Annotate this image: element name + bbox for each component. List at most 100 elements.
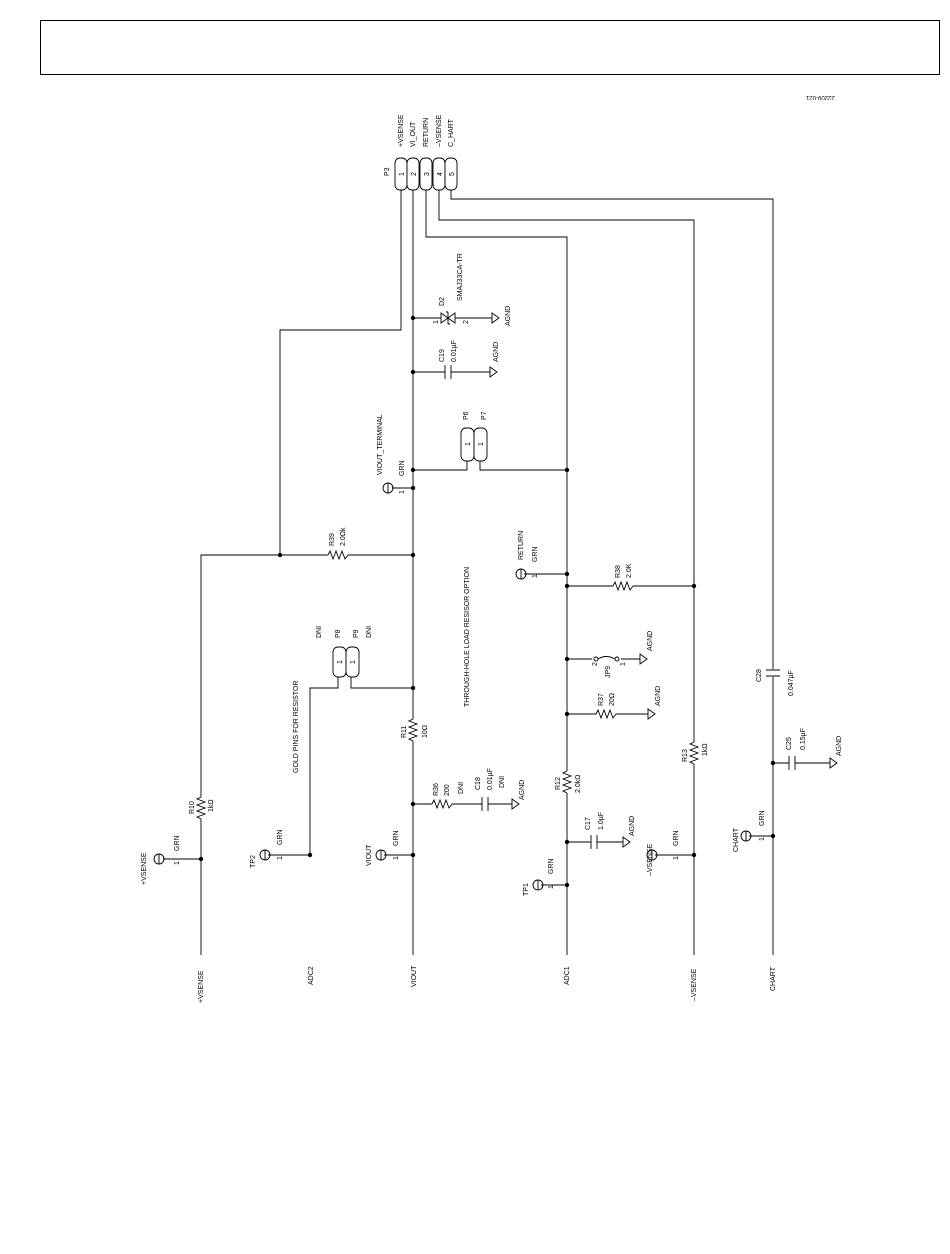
junction-dot [564,882,570,888]
tp2-name: TP2 [250,855,257,868]
junction-dot [691,583,697,589]
resistor-r12: R12 2.0kΩ [555,770,582,794]
viout-terminal-pin: 1 [399,490,406,494]
tp-vsense-n-color: GRN [673,830,680,846]
net-label-chart: CHART [770,966,777,991]
c28-ref: C28 [756,669,763,682]
resistor-r10: R10 1kΩ [189,796,215,820]
testpoint-tp1: TP1 GRN 1 [523,858,555,896]
resistor-symbol [595,708,617,720]
return-tp-pin: 1 [532,574,539,578]
r13-gap [689,742,699,764]
r10-value: 1kΩ [208,799,215,812]
tp-vsense-n-pin: 1 [673,856,680,860]
resistor-symbol [688,741,700,765]
tp-viout-name: VIOUT [366,844,373,866]
d2-pin2: 2 [463,320,470,324]
jumper-p8-p9: 1 1 P8 P9 DNI DNI [316,626,373,678]
resistor-symbol [195,796,207,820]
capacitor-c28: C28 0.047µF [756,669,795,696]
wires [163,190,830,955]
pin-number: 1 [399,172,406,176]
tp-vsense-p-name: +VSENSE [141,852,148,885]
pin-number: 3 [424,172,431,176]
r12-gap [562,771,572,793]
tp-vsense-p-color: GRN [174,835,181,851]
ground-symbol [489,366,498,378]
jumper-link [597,656,616,660]
resistor-r11: R11 10Ω [401,718,429,742]
connector-signal: RETURN [423,118,430,147]
ground-symbol [491,312,500,324]
jumper-jp9: JP9 2 1 AGND [592,631,654,678]
r12-ref: R12 [555,777,562,790]
resistor-r39: R39 2.0Ωk [327,527,349,561]
resistor-r38: R38 2.0K [612,563,634,592]
tp-chart-pin: 1 [759,837,766,841]
jp9-pin1: 1 [620,662,627,666]
r37-gnd-label: AGND [655,686,662,706]
c19-ref: C19 [439,349,446,362]
testpoint-tp2: TP2 GRN 1 [250,829,284,868]
capacitor-c25: C25 0.15µF AGND [786,728,843,770]
p8-dni: DNI [316,626,323,638]
ground-symbol [511,798,520,810]
jp9-pin2: 2 [592,662,599,666]
r13-ref: R13 [682,749,689,762]
r10-gap [196,797,206,819]
testpoint-vsense-p: +VSENSE GRN 1 [141,835,181,885]
r11-value: 10Ω [422,725,429,738]
resistor-symbol [612,580,634,592]
c18-dni: DNI [499,776,506,788]
p6-pin: 1 [465,442,472,446]
d2-part: SMAJ33CA-TR [457,253,464,301]
capacitor-symbol [444,365,452,379]
c17-gnd-label: AGND [629,816,636,836]
viout-terminal-color: GRN [399,460,406,476]
p9-pin: 1 [350,660,357,664]
resistor-symbol [561,770,573,794]
net-label-viout: VIOUT [411,965,418,987]
testpoint-chart: CHART GRN 1 [733,810,766,852]
connector-signal: C_HART [448,118,455,147]
junction-dot [564,656,570,662]
junction-dot [564,583,570,589]
r38-value: 2.0K [626,563,633,578]
tp2-color: GRN [277,829,284,845]
note-load-resistor: THROUGH-HOLE LOAD RESISOR OPTION [464,567,471,707]
r38-ref: R38 [615,565,622,578]
r36-dni: DNI [458,782,465,794]
c18-value: 0.01µF [487,768,494,790]
r12-value: 2.0kΩ [575,775,582,793]
tp-chart-color: GRN [759,810,766,826]
net-labels: +VSENSE ADC2 VIOUT ADC1 –VSENSE CHART [198,965,777,1003]
tp-viout-color: GRN [393,830,400,846]
c18-ref: C18 [475,777,482,790]
junction-dot [410,801,416,807]
junction-dot [307,852,313,858]
c25-ref: C25 [786,737,793,750]
c17-ref: C17 [585,817,592,830]
r10-ref: R10 [189,801,196,814]
page-header-frame [40,20,940,75]
tp-vsense-n-name: –VSENSE [647,843,654,876]
connector-p3: 1 2 3 4 5 P3 +VSENSE VI_OUT RETURN –VSEN… [384,114,458,191]
capacitor-symbol [481,797,489,811]
capacitor-symbol [766,669,780,677]
resistor-symbol [407,718,419,742]
capacitor-c19: C19 0.01µF AGND [439,340,500,379]
note-gold-pins: GOLD PINS FOR RESISTOR [293,681,300,773]
d2-gnd-label: AGND [505,306,512,326]
junction-dot [564,839,570,845]
p8-ref: P8 [335,629,342,638]
pin-number: 4 [437,172,444,176]
ground-symbol [829,757,838,769]
tp1-name: TP1 [523,883,530,896]
r36-value: 200 [444,784,451,796]
connector-pin [406,157,420,191]
ground-symbol [622,836,631,848]
jumper-p6-p7: 1 1 P6 P7 [460,411,488,462]
connector-pin [473,427,488,462]
c18-gnd-label: AGND [519,780,526,800]
